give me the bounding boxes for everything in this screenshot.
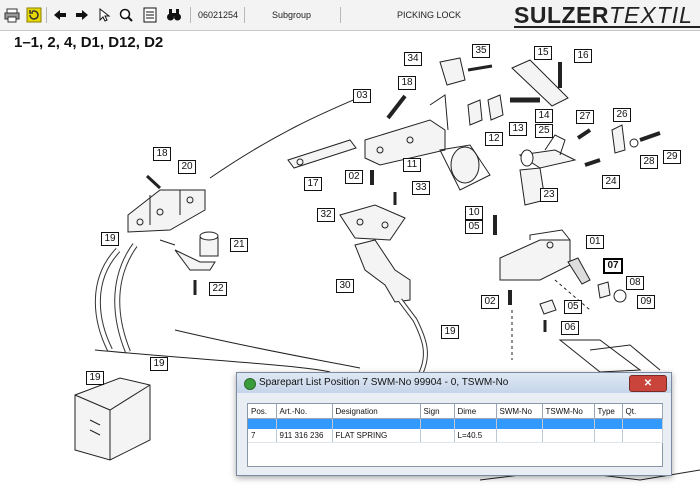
binoculars-icon[interactable] bbox=[164, 5, 184, 25]
app-icon bbox=[244, 378, 256, 390]
column-header[interactable]: Designation bbox=[332, 404, 421, 419]
callout-33[interactable]: 33 bbox=[412, 181, 430, 195]
column-header[interactable]: Art.-No. bbox=[276, 404, 333, 419]
refresh-icon[interactable] bbox=[24, 5, 44, 25]
callout-22[interactable]: 22 bbox=[209, 282, 227, 296]
forward-arrow-icon[interactable] bbox=[72, 5, 92, 25]
column-header[interactable]: Type bbox=[594, 404, 623, 419]
close-button[interactable]: ✕ bbox=[629, 375, 667, 392]
print-icon[interactable] bbox=[2, 5, 22, 25]
callout-07-selected[interactable]: 07 bbox=[603, 258, 623, 274]
callout-13[interactable]: 13 bbox=[509, 122, 527, 136]
callout-12[interactable]: 12 bbox=[485, 132, 503, 146]
callout-17[interactable]: 17 bbox=[304, 177, 322, 191]
callout-30[interactable]: 30 bbox=[336, 279, 354, 293]
callout-34[interactable]: 34 bbox=[404, 52, 422, 66]
callout-26[interactable]: 26 bbox=[613, 108, 631, 122]
cell-qt bbox=[622, 429, 663, 443]
cell-swm-no bbox=[496, 429, 543, 443]
callout-28[interactable]: 28 bbox=[640, 155, 658, 169]
drawing-title: 1–1, 2, 4, D1, D12, D2 bbox=[14, 34, 164, 51]
logo-thin-text: TEXTIL bbox=[609, 2, 693, 28]
callout-25[interactable]: 25 bbox=[535, 124, 553, 138]
column-header[interactable]: TSWM-No bbox=[542, 404, 595, 419]
callout-16[interactable]: 16 bbox=[574, 49, 592, 63]
callout-18-left[interactable]: 18 bbox=[153, 147, 171, 161]
callout-19-b[interactable]: 19 bbox=[441, 325, 459, 339]
callout-24[interactable]: 24 bbox=[602, 175, 620, 189]
home-icon[interactable] bbox=[140, 5, 160, 25]
callout-23[interactable]: 23 bbox=[540, 188, 558, 202]
callout-15[interactable]: 15 bbox=[534, 46, 552, 60]
column-header[interactable]: Pos. bbox=[248, 404, 277, 419]
back-arrow-icon[interactable] bbox=[50, 5, 70, 25]
callout-29[interactable]: 29 bbox=[663, 150, 681, 164]
cell-type bbox=[594, 429, 623, 443]
subgroup-label: Subgroup bbox=[272, 10, 312, 20]
callout-05-lower[interactable]: 05 bbox=[564, 300, 582, 314]
cell-dime: L=40.5 bbox=[454, 429, 497, 443]
callout-19-c[interactable]: 19 bbox=[150, 357, 168, 371]
exploded-parts-drawing bbox=[74, 57, 700, 481]
callout-35[interactable]: 35 bbox=[472, 44, 490, 58]
sparepart-table-container: Pos. Art.-No. Designation Sign Dime SWM-… bbox=[247, 403, 663, 467]
callout-09[interactable]: 09 bbox=[637, 295, 655, 309]
callout-21[interactable]: 21 bbox=[230, 238, 248, 252]
table-row-selected[interactable] bbox=[248, 418, 663, 429]
cell-pos: 7 bbox=[248, 429, 277, 443]
dialog-title: Sparepart List Position 7 SWM-No 99904 -… bbox=[259, 377, 509, 388]
group-name: PICKING LOCK bbox=[397, 10, 462, 20]
callout-03[interactable]: 03 bbox=[353, 89, 371, 103]
callout-18-top[interactable]: 18 bbox=[398, 76, 416, 90]
callout-19-a[interactable]: 19 bbox=[101, 232, 119, 246]
cell-art-no: 911 316 236 bbox=[276, 429, 333, 443]
sparepart-table: Pos. Art.-No. Designation Sign Dime SWM-… bbox=[248, 404, 663, 443]
column-header[interactable]: Dime bbox=[454, 404, 497, 419]
callout-32[interactable]: 32 bbox=[317, 208, 335, 222]
callout-19-d[interactable]: 19 bbox=[86, 371, 104, 385]
part-number: 06021254 bbox=[198, 10, 239, 20]
dialog-titlebar[interactable]: Sparepart List Position 7 SWM-No 99904 -… bbox=[237, 373, 671, 393]
column-header[interactable]: Qt. bbox=[622, 404, 663, 419]
callout-11[interactable]: 11 bbox=[403, 158, 421, 172]
sparepart-list-dialog: Sparepart List Position 7 SWM-No 99904 -… bbox=[236, 372, 672, 476]
callout-08[interactable]: 08 bbox=[626, 276, 644, 290]
cell-sign bbox=[420, 429, 455, 443]
zoom-icon[interactable] bbox=[116, 5, 136, 25]
callout-01[interactable]: 01 bbox=[586, 235, 604, 249]
callout-20[interactable]: 20 bbox=[178, 160, 196, 174]
callout-02-top[interactable]: 02 bbox=[345, 170, 363, 184]
callout-06[interactable]: 06 bbox=[561, 321, 579, 335]
table-header-row: Pos. Art.-No. Designation Sign Dime SWM-… bbox=[248, 404, 663, 419]
column-header[interactable]: SWM-No bbox=[496, 404, 543, 419]
table-row[interactable]: 7 911 316 236 FLAT SPRING L=40.5 bbox=[248, 429, 663, 443]
column-header[interactable]: Sign bbox=[420, 404, 455, 419]
callout-14[interactable]: 14 bbox=[535, 109, 553, 123]
callout-10[interactable]: 10 bbox=[465, 206, 483, 220]
cell-designation: FLAT SPRING bbox=[332, 429, 421, 443]
callout-02-lower[interactable]: 02 bbox=[481, 295, 499, 309]
logo-bold-text: SULZER bbox=[514, 2, 609, 28]
callout-27[interactable]: 27 bbox=[576, 110, 594, 124]
pointer-icon[interactable] bbox=[94, 5, 114, 25]
cell-tswm-no bbox=[542, 429, 595, 443]
callout-05-upper[interactable]: 05 bbox=[465, 220, 483, 234]
